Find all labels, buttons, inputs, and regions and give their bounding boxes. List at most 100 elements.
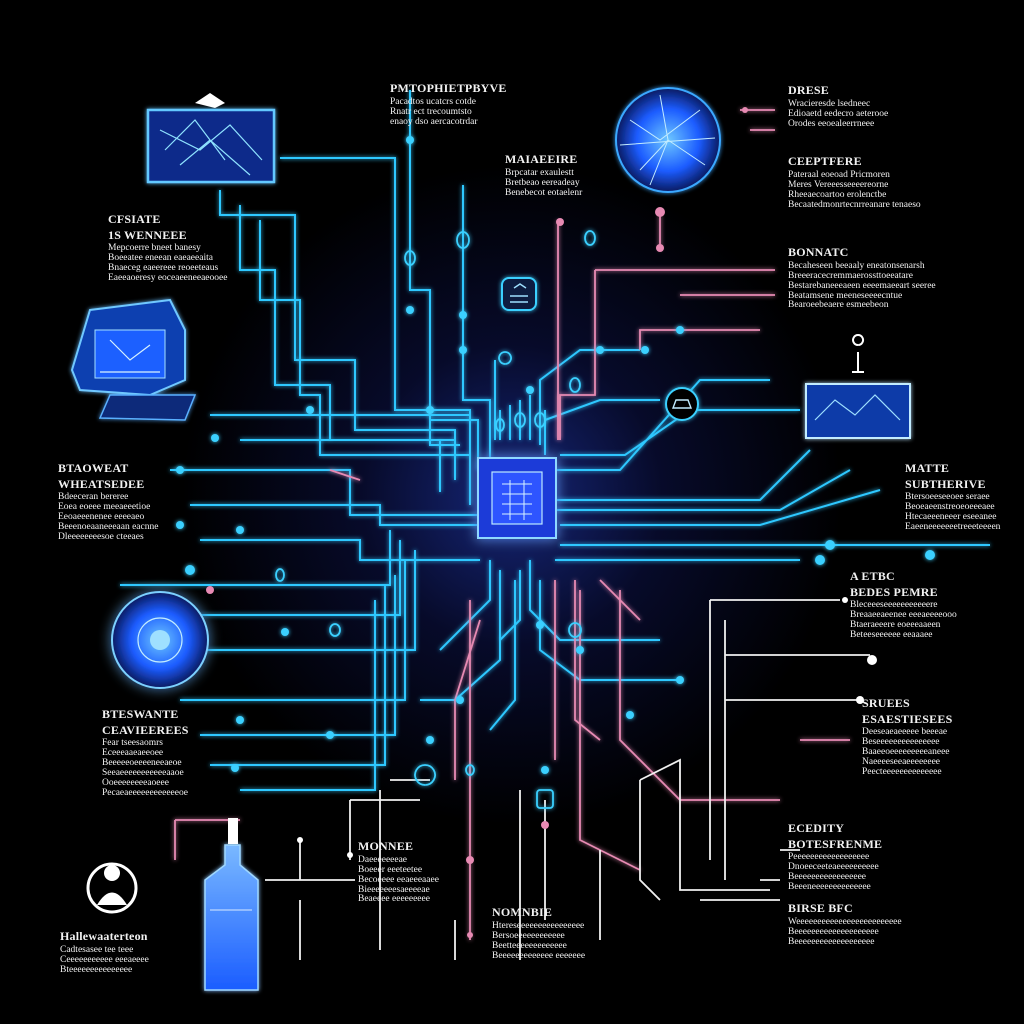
label-line: Becaatedmonrtecnrreanare tenaeso: [788, 199, 921, 210]
person-silhouette-icon: [86, 862, 138, 914]
label-right-upper: BONNATC Becaheseen beeaaly eneatonsenars…: [788, 246, 936, 311]
label-bottom-right-b: BIRSE BFC Weeeeeeeeeeeeeeeeeeeeeeeee Bee…: [788, 902, 902, 948]
label-heading: CEEPTFERE: [788, 154, 862, 168]
label-line: Beaeeee eeeeeeeee: [358, 894, 430, 905]
label-line: Beeeneeeeeeeeeeeeee: [788, 882, 871, 893]
label-line: Ceeeeeeeeeee eeeaeeee: [60, 954, 149, 965]
label-line: Bdeeceran bereree: [58, 492, 129, 503]
label-subheading: BEDES PEMRE: [850, 584, 938, 599]
label-line: Orodes eeoealeerrneee: [788, 118, 875, 129]
label-line: Edioaetd eedecro aeterooe: [788, 108, 889, 119]
label-line: Mepcoerre bneet banesy: [108, 243, 201, 254]
label-line: Dnoeeceeteaeeeeeeeeee: [788, 862, 879, 873]
label-line: Bestarebaneeeaeen eeeemaeeart seeree: [788, 280, 936, 291]
label-line: Bnaeceg eaeereee reoeeteaus: [108, 263, 219, 274]
label-line: Dleeeeeeeesoe cteeaes: [58, 532, 144, 543]
label-line: Beeeeeoeeeeneeaeoe: [102, 758, 182, 769]
label-heading: BIRSE BFC: [788, 901, 853, 915]
label-line: Bleceeeseeeeeeeeeeere: [850, 600, 938, 611]
label-line: Meres Vereeesseeeereorne: [788, 179, 889, 190]
label-bottom-center-left: MONNEE Daeeeeeeeae Boeeer eeeteetee Beco…: [358, 840, 439, 905]
cracked-globe-icon: [615, 87, 721, 193]
label-bottom-center: NOMNBIE Htereseeeeeeeeeeeeeeee Bersoeeee…: [492, 906, 585, 961]
label-top-center: MAIAEEIRE Brpcatar exaulestt Bretbeao ee…: [505, 153, 582, 199]
label-heading: SRUEES: [862, 696, 910, 710]
label-heading: NOMNBIE: [492, 905, 553, 919]
label-heading: BTAOWEAT: [58, 461, 129, 475]
label-line: Cadtesasee tee teee: [60, 944, 134, 955]
label-line: Bteeeeeeeeeeeeeee: [60, 964, 133, 975]
label-heading: Hallewaaterteon: [60, 929, 148, 943]
label-line: Pacadtos ucatcrs cotde: [390, 96, 476, 107]
label-top-right-b: CEEPTFERE Pateraal eoeoad Pricmoren Mere…: [788, 155, 921, 210]
label-subheading: ESAESTIESEES: [862, 711, 953, 726]
label-subheading: BOTESFRENME: [788, 836, 883, 851]
label-heading: MAIAEEIRE: [505, 152, 578, 166]
label-line: Htereseeeeeeeeeeeeeeee: [492, 920, 585, 931]
label-right-lower: A ETBC BEDES PEMRE Bleceeeseeeeeeeeeeere…: [850, 570, 957, 641]
label-right-lowmid: SRUEES ESAESTIESEES Deeseaeaeeeee beeeae…: [862, 697, 952, 778]
ring-connectors: [275, 230, 596, 776]
label-line: Peecteeeeeeeeeeeeee: [862, 767, 942, 778]
landscape-monitor-icon: [805, 334, 911, 439]
processor-chip-icon: [477, 457, 557, 539]
label-line: Beteeseeeeee eeaaaee: [850, 630, 933, 641]
label-line: Beeeeeeeeeeeee eeeeeee: [492, 950, 586, 961]
label-line: Beatamsene meeneseeeecntue: [788, 290, 903, 301]
label-line: Becoeeee eeaeeeaaee: [358, 874, 439, 885]
fractured-panel-image-icon: [146, 93, 276, 184]
label-subheading: 1S WENNEEE: [108, 227, 187, 242]
label-line: Btersoeeseeoee seraee: [905, 492, 990, 503]
label-line: Fear tseesaomrs: [102, 738, 163, 749]
cyan-wire-group: [120, 90, 990, 791]
label-line: Beseeeeeeeeeeeeeee: [862, 737, 940, 748]
small-glyph-icons: [414, 351, 554, 809]
label-line: Rheeaecoartoo erolenctbe: [788, 189, 887, 200]
label-line: Rnatr ect trecoumtsto: [390, 106, 472, 117]
label-line: Pateraal eoeoad Pricmoren: [788, 169, 890, 180]
label-heading: DRESE: [788, 83, 830, 97]
label-line: Breaaeeaeenee eeeaeeeeooo: [850, 610, 957, 621]
label-line: Seeaeeeeeeeeeeeaaoe: [102, 768, 184, 779]
label-line: enaoy dso aercacotrdar: [390, 116, 478, 127]
label-line: Htecaeeeneeer eseeanee: [905, 512, 997, 523]
label-bottom-left: Hallewaaterteon Cadtesasee tee teee Ceee…: [60, 930, 149, 976]
label-line: Bearoeebeaere esmeebeon: [788, 300, 889, 311]
node-dots: [176, 136, 935, 774]
label-line: Bersoeeeeeeeeeeee: [492, 930, 565, 941]
pink-node-dots: [206, 107, 748, 938]
label-left-lower: BTESWANTE CEAVIEEREES Fear tseesaomrs Ec…: [102, 708, 189, 799]
bottle-icon: [204, 818, 259, 991]
label-line: Peeeeeeeeeeeeeeeeee: [788, 852, 870, 863]
label-line: Weeeeeeeeeeeeeeeeeeeeeeeee: [788, 916, 902, 927]
label-heading: MATTE: [905, 461, 950, 475]
label-line: Deeseaeaeeeee beeeae: [862, 727, 948, 738]
label-line: Beoeaeenstreoeoeeeaee: [905, 502, 995, 513]
label-heading: ECEDITY: [788, 821, 845, 835]
label-heading: PMTOPHIETPBYVE: [390, 81, 507, 95]
label-heading: BTESWANTE: [102, 707, 179, 721]
label-line: Eaeeaoeresy eoceaeeneeaeooee: [108, 273, 228, 284]
label-line: Wracieresde lsedneec: [788, 98, 871, 109]
pink-wire-group: [174, 109, 850, 940]
label-line: Ooeeeeeeeeaoeee: [102, 778, 169, 789]
label-line: Benebecot eotaelenr: [505, 187, 583, 198]
label-line: Eoea eoeee meeaeeetioe: [58, 502, 151, 513]
label-line: Boeeatee eneean eaeaeeaita: [108, 253, 213, 264]
label-line: Btaeraeeere eoeeeaaeen: [850, 620, 941, 631]
label-subheading: WHEATSEDEE: [58, 476, 145, 491]
label-left-mid: BTAOWEAT WHEATSEDEE Bdeeceran bereree Eo…: [58, 462, 158, 543]
label-line: Baaeeoeeeeeeeeeaneee: [862, 747, 950, 758]
label-line: Eaeeneeeeeeetreeeteeeen: [905, 522, 1001, 533]
label-subheading: SUBTHERIVE: [905, 476, 986, 491]
label-top-center-left: PMTOPHIETPBYVE Pacadtos ucatcrs cotde Rn…: [390, 82, 507, 128]
label-line: Boeeer eeeteetee: [358, 864, 423, 875]
label-heading: CFSIATE: [108, 212, 161, 226]
label-line: Daeeeeeeeae: [358, 854, 408, 865]
label-line: Brpcatar exaulestt: [505, 167, 574, 178]
label-line: Eceeeaaeaeeoee: [102, 748, 164, 759]
label-line: Beeeeeeeeeeeeeeeeeeee: [788, 926, 879, 937]
label-heading: MONNEE: [358, 839, 414, 853]
